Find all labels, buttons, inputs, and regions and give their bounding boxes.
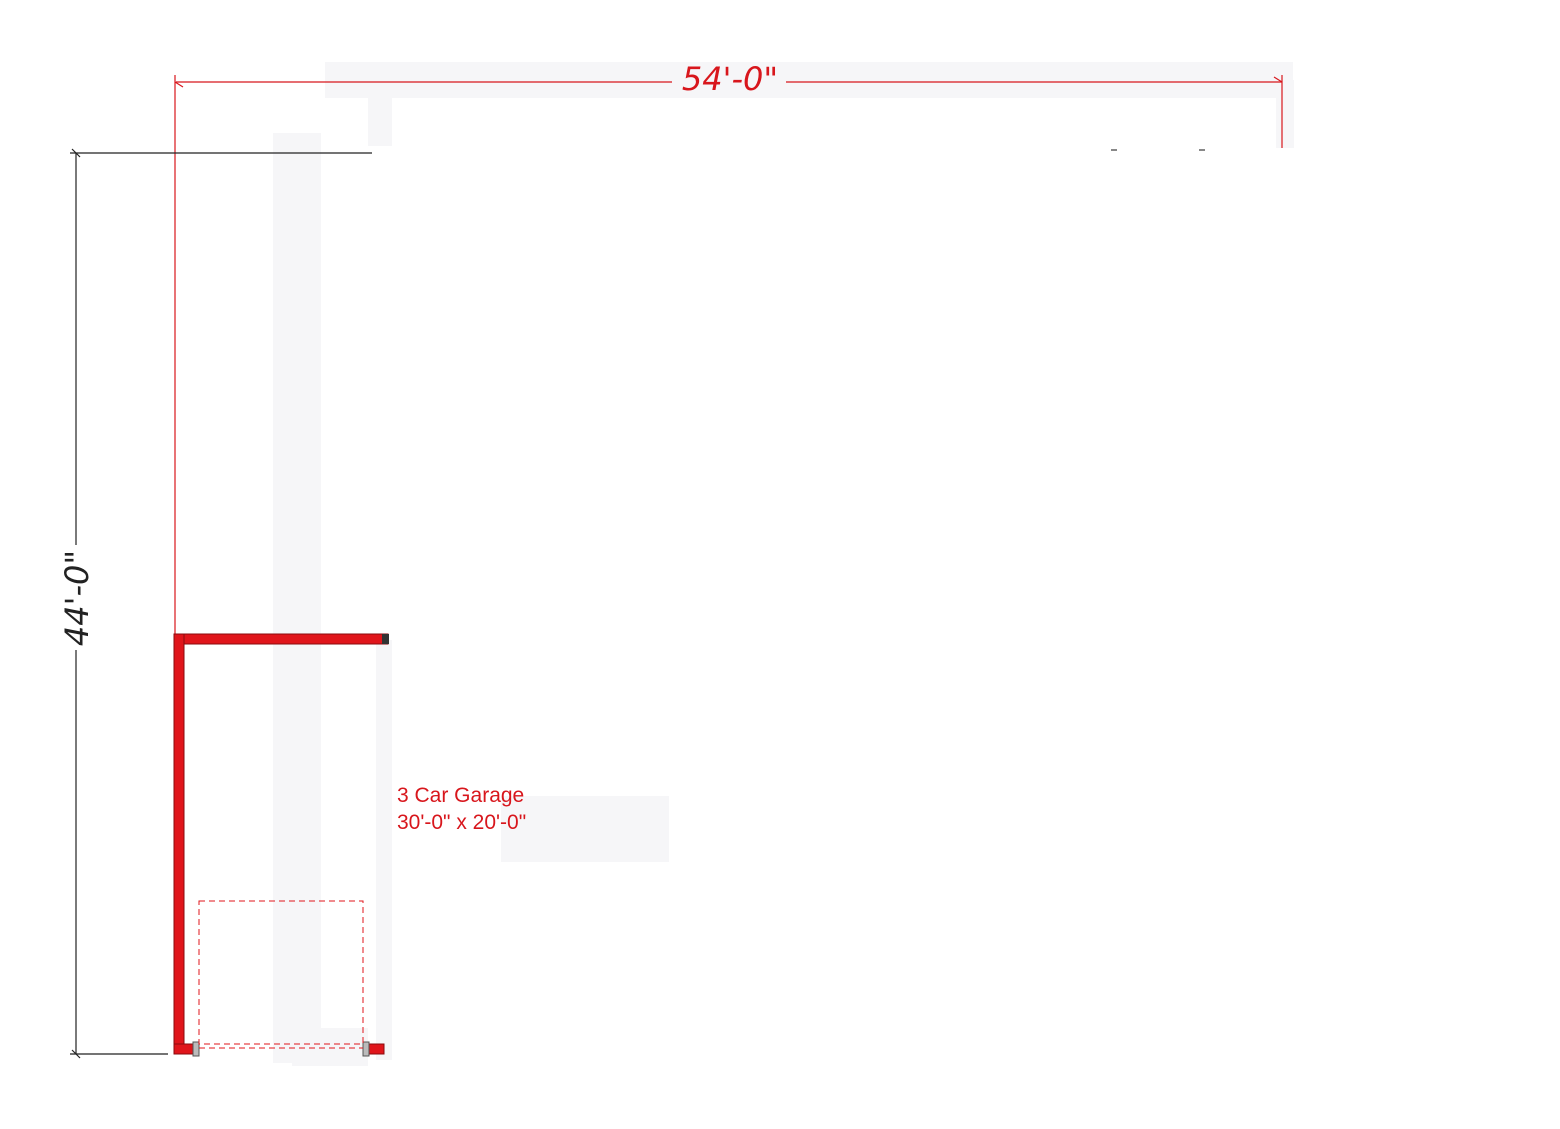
faint-block-top-left bbox=[368, 98, 392, 146]
faint-block-label bbox=[501, 796, 669, 862]
door-jamb-left bbox=[192, 1041, 200, 1057]
faint-band-top bbox=[325, 62, 1293, 98]
depth-tick-top bbox=[71, 148, 81, 158]
door-jamb-right bbox=[362, 1041, 370, 1057]
garage-door-swing bbox=[198, 900, 364, 1049]
garage-walls bbox=[173, 633, 389, 1057]
wall-top bbox=[173, 633, 389, 645]
wall-left bbox=[173, 633, 185, 1055]
depth-dimension bbox=[70, 148, 372, 1059]
room-name-label: 3 Car Garage bbox=[397, 784, 524, 807]
faint-block-bottom bbox=[292, 1028, 368, 1066]
depth-dimension-label: 44'-0" bbox=[58, 550, 96, 646]
width-tick-right bbox=[1273, 76, 1283, 83]
faint-column-left bbox=[273, 133, 321, 1063]
room-size-label: 30'-0" x 20'-0" bbox=[397, 811, 526, 834]
depth-tick-bottom bbox=[71, 1049, 81, 1059]
faint-edge-right bbox=[1276, 80, 1294, 148]
width-dimension bbox=[174, 75, 1283, 635]
door-dashed-outline bbox=[198, 900, 364, 1045]
width-dimension-label: 54'-0" bbox=[682, 60, 778, 98]
faint-block-top-right bbox=[1012, 98, 1293, 148]
faint-column-right bbox=[376, 640, 392, 1060]
wall-end-cap bbox=[382, 634, 389, 644]
faint-background-shapes bbox=[273, 62, 1294, 1066]
width-tick-left bbox=[174, 81, 184, 88]
